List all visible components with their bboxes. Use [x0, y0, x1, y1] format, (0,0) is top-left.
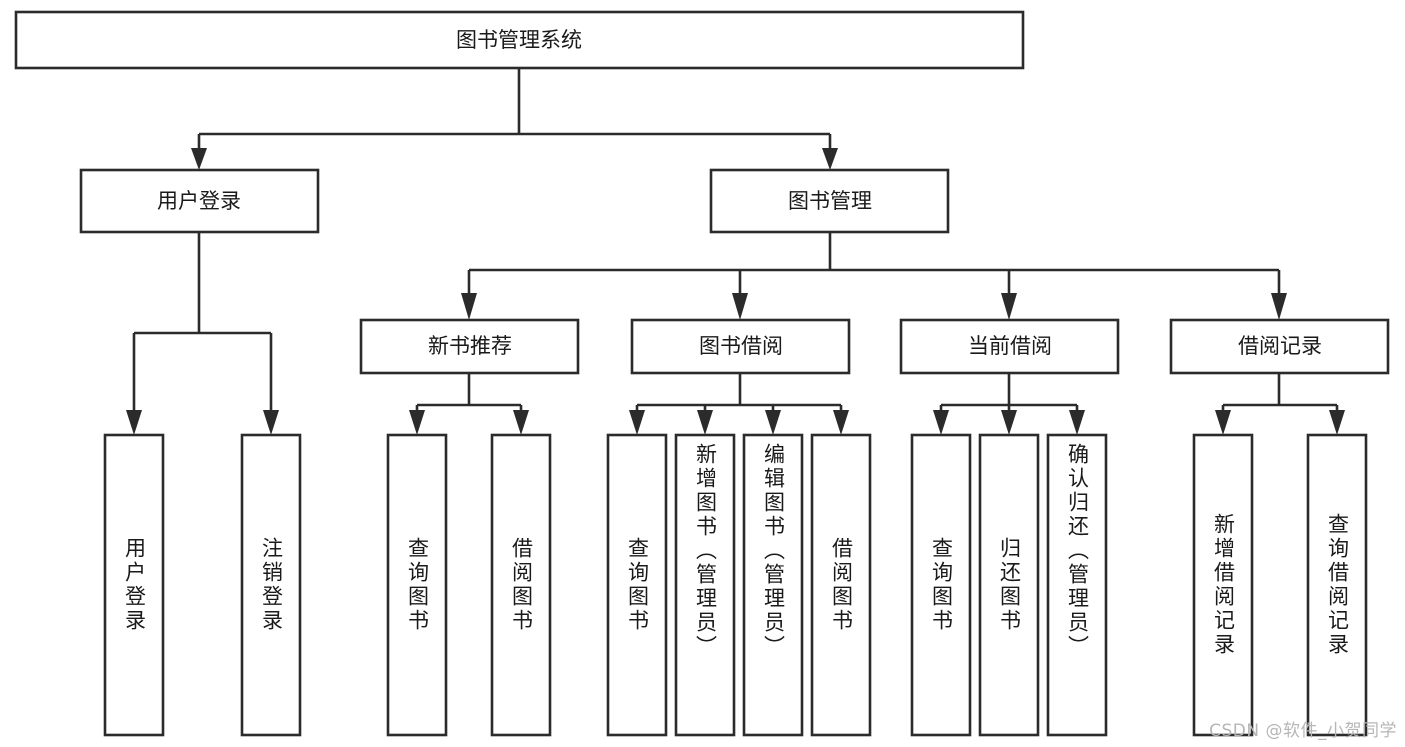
leaf-confirm-return-box[interactable]: [1046, 433, 1108, 737]
node-new-book-rec-label: 新书推荐: [428, 334, 512, 358]
arrow-root-to-book-manage: [822, 148, 838, 170]
arrow-root-to-user-login: [191, 148, 207, 170]
connectors-book-borrow-to-leaves: [629, 373, 849, 435]
node-borrow-record[interactable]: 借阅记录: [1169, 318, 1390, 375]
node-user-login[interactable]: 用户登录: [79, 168, 320, 234]
arrow-user-login-leaf-1: [126, 410, 142, 435]
node-current-borrow-box[interactable]: [899, 318, 1120, 375]
arrow-user-login-leaf-2: [263, 410, 279, 435]
arrow-br-leaf-1: [1215, 410, 1231, 435]
leaf-borrow-book-2-box[interactable]: [810, 433, 872, 737]
leaf-logout-box[interactable]: [240, 433, 302, 737]
arrow-bb-leaf-4: [833, 410, 849, 435]
node-user-login-label: 用户登录: [157, 189, 241, 213]
leaf-return-book-box[interactable]: [978, 433, 1040, 737]
node-book-manage-label: 图书管理: [788, 189, 872, 213]
leaf-add-book-box[interactable]: [674, 433, 736, 737]
arrow-nbr-leaf-1: [409, 410, 425, 435]
arrow-bb-leaf-2: [697, 410, 713, 435]
connectors-current-borrow-to-leaves: [933, 373, 1085, 435]
leaf-add-record-box[interactable]: [1192, 433, 1254, 737]
leaf-query-book-1-box[interactable]: [386, 433, 448, 737]
node-book-borrow-box[interactable]: [630, 318, 851, 375]
node-borrow-record-box[interactable]: [1169, 318, 1390, 375]
node-book-borrow[interactable]: 图书借阅: [630, 318, 851, 375]
arrow-cb-leaf-3: [1069, 410, 1085, 435]
csdn-watermark: CSDN @软件_小贺同学: [1209, 721, 1397, 741]
leaf-borrow-book-1-box[interactable]: [490, 433, 552, 737]
node-new-book-rec-box[interactable]: [359, 318, 580, 375]
node-root-box[interactable]: [14, 10, 1025, 70]
arrow-cb-leaf-1: [933, 410, 949, 435]
leaf-edit-book-box[interactable]: [742, 433, 804, 737]
arrow-bm-to-new-book-rec: [461, 293, 477, 320]
arrow-bm-to-current-borrow: [1001, 293, 1017, 320]
connectors-root-to-level2: [191, 68, 838, 170]
connectors-new-book-rec-to-leaves: [409, 373, 529, 435]
leaf-query-book-3-box[interactable]: [910, 433, 972, 737]
node-user-login-box[interactable]: [79, 168, 320, 234]
connectors-borrow-record-to-leaves: [1215, 373, 1345, 435]
node-book-manage[interactable]: 图书管理: [709, 168, 950, 234]
leaf-query-record-box[interactable]: [1306, 433, 1368, 737]
node-book-manage-box[interactable]: [709, 168, 950, 234]
leaf-user-login-box[interactable]: [103, 433, 165, 737]
leaf-query-book-2-box[interactable]: [606, 433, 668, 737]
arrow-bm-to-book-borrow: [732, 293, 748, 320]
arrow-bb-leaf-1: [629, 410, 645, 435]
connectors-book-manage-to-level3: [461, 232, 1287, 320]
node-new-book-rec[interactable]: 新书推荐: [359, 318, 580, 375]
arrow-bm-to-borrow-record: [1271, 293, 1287, 320]
node-borrow-record-label: 借阅记录: [1238, 334, 1322, 358]
arrow-cb-leaf-2: [1001, 410, 1017, 435]
node-current-borrow[interactable]: 当前借阅: [899, 318, 1120, 375]
node-current-borrow-label: 当前借阅: [968, 334, 1052, 358]
arrow-nbr-leaf-2: [513, 410, 529, 435]
connectors-user-login-to-leaves: [126, 232, 279, 435]
leaf-boxes: [103, 433, 1368, 737]
arrow-bb-leaf-3: [765, 410, 781, 435]
node-book-borrow-label: 图书借阅: [699, 334, 783, 358]
node-root-label: 图书管理系统: [456, 28, 582, 52]
arrow-br-leaf-2: [1329, 410, 1345, 435]
node-root[interactable]: 图书管理系统: [14, 10, 1025, 70]
